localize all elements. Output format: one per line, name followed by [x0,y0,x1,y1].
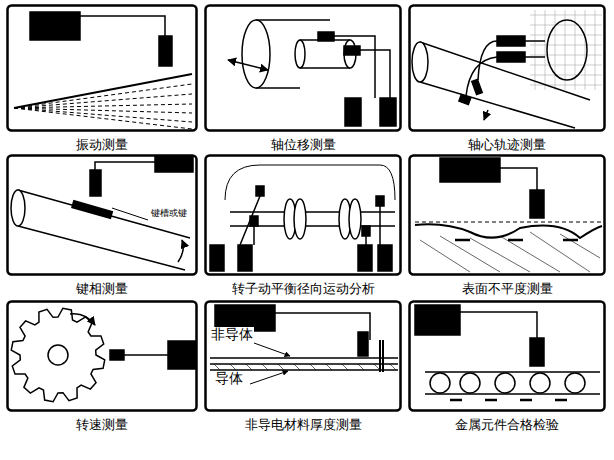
panel: 转速测量 [6,300,198,434]
probe [344,46,360,55]
panel-frame [204,300,402,412]
vibration-fan [14,84,192,129]
grid [530,10,602,90]
monitor-box [440,158,500,182]
caption: 非导电材料厚度测量 [204,416,402,434]
surface [415,224,602,238]
caption: 金属元件合格检验 [408,416,606,434]
caption: 转子动平衡径向运动分析 [204,280,402,298]
shaft [300,40,350,68]
panel: 轴位移测量 [204,4,402,154]
probe [318,32,334,41]
cable [80,16,165,36]
panel: 非导电材料厚度测量 [204,300,402,434]
panel: 轴心轨迹测量 [408,4,606,154]
probe [497,52,525,62]
panel-frame [408,154,606,276]
panel-frame [6,4,198,132]
monitor-box [168,341,196,369]
caption: 键相测量 [6,280,198,298]
shaft [420,42,590,128]
caption: 轴位移测量 [204,136,402,154]
monitor-box [30,12,80,40]
shaft [18,190,190,270]
label: 导体 [214,371,244,386]
label: 键槽或键 [150,209,188,219]
gear [11,308,104,401]
cable [334,36,375,98]
collar [242,20,270,88]
shaft [230,212,395,226]
panel: 金属元件合格检验 [408,300,606,434]
hatching [420,232,600,272]
panel: 表面不平度测量 [408,154,606,298]
surface-line [14,74,192,108]
probe [358,332,368,356]
probe [530,338,544,366]
panel-frame [6,300,198,412]
probe [497,36,525,46]
caption: 转速测量 [6,416,198,434]
caption: 轴心轨迹测量 [408,136,606,154]
panel: 转子动平衡径向运动分析 [204,154,402,298]
panel: 振动测量 [6,4,198,154]
probe [530,190,544,218]
panel-frame [204,4,402,132]
monitor-box [415,305,460,335]
monitor-box [345,98,361,126]
caption: 表面不平度测量 [408,280,606,298]
motion-arrow [228,60,268,70]
label: 非导体 [210,327,254,342]
probe [110,350,124,360]
probe [159,36,172,66]
probe [90,170,101,196]
key [72,201,112,219]
panel-frame [204,154,402,276]
monitor-box [380,98,396,126]
caption: 振动测量 [6,136,198,154]
panel: 键相测量 [6,154,198,298]
orbit [547,20,587,80]
monitor-box [155,156,193,172]
panel-frame [408,4,606,132]
monitor-box [210,245,224,271]
panel-frame [408,300,606,412]
